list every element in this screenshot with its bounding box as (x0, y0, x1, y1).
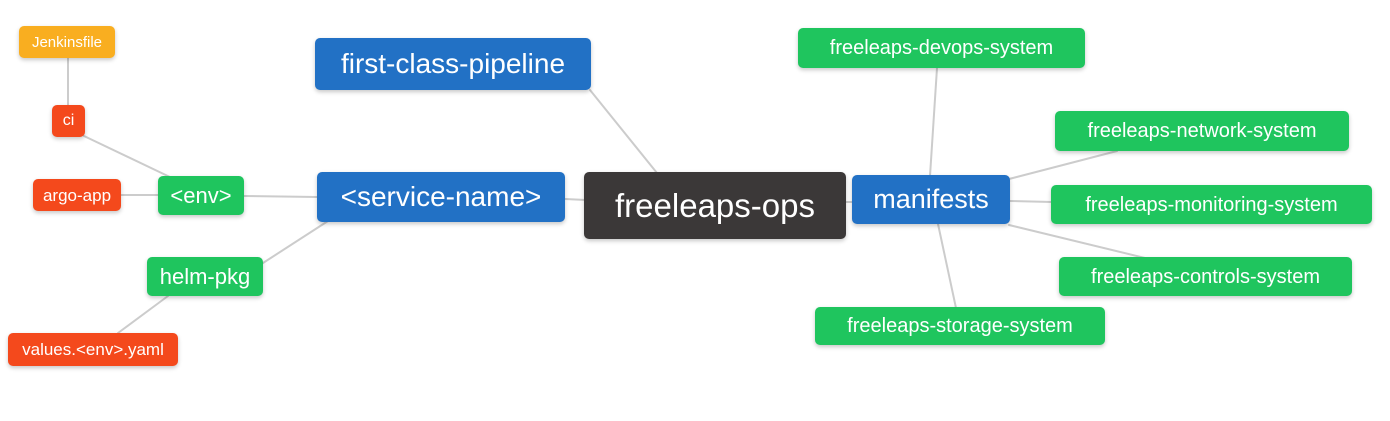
node-argo-app[interactable]: argo-app (33, 179, 121, 211)
node-freeleaps-devops-system[interactable]: freeleaps-devops-system (798, 28, 1085, 68)
node-jenkinsfile[interactable]: Jenkinsfile (19, 26, 115, 58)
node-freeleaps-ops[interactable]: freeleaps-ops (584, 172, 846, 239)
edge-env-service-name (243, 195, 318, 198)
edge-helm-pkg-service-name (262, 220, 329, 264)
edge-values-helm-pkg (117, 295, 169, 334)
edge-manifests-controls-system (1008, 224, 1146, 259)
node-helm-pkg[interactable]: helm-pkg (147, 257, 263, 296)
node-service-name[interactable]: <service-name> (317, 172, 565, 222)
edge-manifests-monitoring-system (1008, 200, 1053, 203)
node-freeleaps-controls-system[interactable]: freeleaps-controls-system (1059, 257, 1352, 296)
edge-service-name-freeleaps-ops (564, 198, 587, 201)
node-freeleaps-storage-system[interactable]: freeleaps-storage-system (815, 307, 1105, 345)
edge-manifests-devops-system (929, 67, 938, 177)
node-first-class-pipeline[interactable]: first-class-pipeline (315, 38, 591, 90)
node-freeleaps-network-system[interactable]: freeleaps-network-system (1055, 111, 1349, 151)
node-freeleaps-monitoring-system[interactable]: freeleaps-monitoring-system (1051, 185, 1372, 224)
node-ci[interactable]: ci (52, 105, 85, 137)
node-values-env-yaml[interactable]: values.<env>.yaml (8, 333, 178, 366)
edge-pipeline-freeleaps-ops (589, 89, 658, 174)
edge-ci-env (83, 135, 173, 179)
edge-manifests-network-system (1008, 150, 1118, 180)
node-env[interactable]: <env> (158, 176, 244, 215)
edge-manifests-storage-system (937, 223, 957, 309)
node-manifests[interactable]: manifests (852, 175, 1010, 224)
